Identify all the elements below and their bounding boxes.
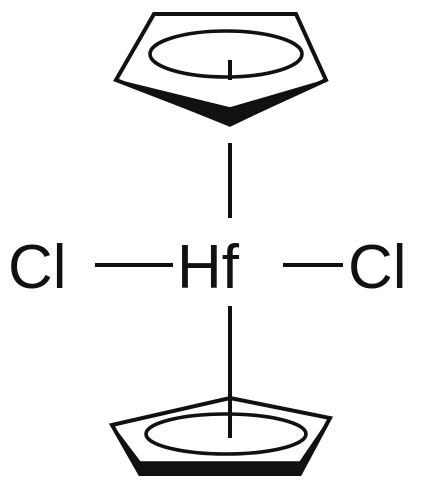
bottom-ring-front-edge	[111, 417, 331, 475]
hafnium-center-label: Hf	[177, 233, 240, 302]
top-ring-inner-ellipse	[148, 29, 304, 79]
top-cyclopentadienyl-ring-icon	[113, 12, 329, 127]
bottom-cyclopentadienyl-ring-icon	[108, 395, 334, 476]
chlorine-left-label: Cl	[8, 233, 67, 302]
top-ring-front-edge	[115, 79, 327, 127]
bottom-ring-inner-ellipse	[144, 412, 308, 456]
chlorine-right-label: Cl	[348, 233, 407, 302]
